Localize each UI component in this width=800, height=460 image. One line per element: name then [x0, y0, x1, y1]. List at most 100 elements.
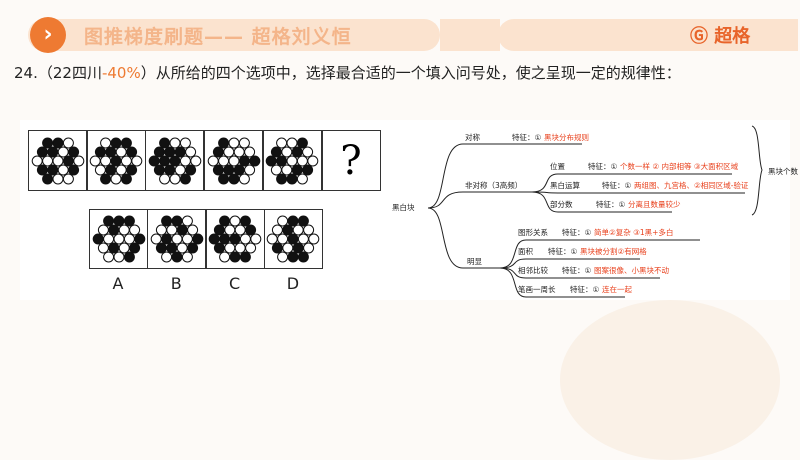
circle-black [126, 146, 138, 157]
circle-white [303, 242, 315, 254]
circle-black [248, 155, 260, 166]
option-c-cell [205, 209, 265, 269]
circle-white [190, 155, 202, 166]
brace [751, 125, 763, 216]
branch-line [531, 173, 732, 193]
option-label: C [229, 274, 241, 293]
circle-black [297, 137, 309, 148]
circle-white [238, 137, 250, 148]
branch-line [427, 143, 582, 209]
circle-black [298, 251, 310, 263]
circle-white [308, 233, 320, 245]
circle-black [298, 215, 310, 227]
header-bar-right [498, 19, 798, 51]
circle-black [121, 173, 133, 184]
mindmap-subnode: 图形关系 [518, 227, 548, 237]
feature-prefix: 特征：① [548, 246, 577, 256]
feature-prefix: 特征：① [596, 199, 625, 209]
header-bar-fill [440, 19, 500, 51]
feature-text: 连在一起 [602, 284, 632, 294]
option-label: B [170, 274, 182, 293]
header-bar [28, 19, 440, 51]
branch-line [531, 191, 745, 194]
feature-text: 图案很像、小黑块不动 [594, 265, 669, 275]
question-text: 24.（22四川-40%）从所给的四个选项中，选择最合适的一个填入问号处，使之呈… [14, 62, 681, 83]
brand-logo: Ⓖ 超格 [690, 22, 750, 48]
circle-white [186, 224, 198, 236]
circle-white [62, 173, 74, 184]
brace-label: 黑块个数 [768, 166, 798, 176]
branch-line [427, 207, 500, 269]
branch-line [427, 191, 532, 209]
option-b-cell [147, 209, 207, 269]
option-a-cell [89, 209, 148, 269]
circle-black [67, 164, 79, 175]
mascot-watermark [560, 300, 780, 460]
branch-line [499, 258, 640, 269]
question-mark-cell: ? [321, 130, 381, 191]
feature-prefix: 特征：① [512, 132, 541, 142]
circle-black [179, 173, 191, 184]
option-d-cell [263, 209, 323, 269]
circle-black [192, 233, 204, 245]
circle-white [179, 137, 191, 148]
circle-black [126, 164, 138, 175]
branch-line [499, 239, 700, 269]
mindmap-subnode: 部分数 [550, 199, 573, 209]
feature-prefix: 特征：① [562, 227, 591, 237]
circle-white [297, 173, 309, 184]
feature-prefix: 特征：① [602, 180, 631, 190]
circle-white [307, 155, 319, 166]
feature-prefix: 特征：① [562, 265, 591, 275]
circle-white [243, 164, 255, 175]
circle-black [128, 242, 140, 254]
option-label: A [112, 274, 124, 293]
circle-white [303, 224, 315, 236]
question-body: 从所给的四个选项中，选择最合适的一个填入问号处，使之呈现一定的规律性： [155, 64, 681, 82]
question-source: （22四川 [37, 64, 102, 82]
question-source-close: ） [140, 64, 156, 82]
chevron-right-icon[interactable]: › [30, 17, 66, 53]
circle-white [62, 137, 74, 148]
circle-black [186, 242, 198, 254]
branch-line [531, 191, 672, 213]
feature-text: 两组图、九宫格、②相同区域-验证 [634, 180, 749, 190]
circle-black [239, 251, 251, 263]
feature-prefix: 特征：① [588, 161, 617, 171]
mindmap-node: 非对称（3高频） [465, 180, 522, 190]
feature-text: 简单②复杂 ③1黑+多白 [594, 227, 673, 237]
circle-white [243, 146, 255, 157]
circle-white [250, 233, 262, 245]
mindmap-subnode: 位置 [550, 161, 565, 171]
feature-text: 分离且数量较少 [628, 199, 681, 209]
brand-name: 超格 [714, 26, 751, 47]
question-number: 24. [14, 64, 38, 82]
mindmap-subnode: 笔画一周长 [518, 284, 556, 294]
feature-text: 个数一样 ② 内部相等 ③大面积区域 [620, 161, 739, 171]
circle-white [181, 215, 193, 227]
circle-black [67, 146, 79, 157]
figure-cell [28, 130, 87, 191]
feature-text: 黑块被分割②有网格 [580, 246, 647, 256]
figure-cell [86, 130, 146, 191]
circle-black [133, 233, 145, 245]
circle-white [245, 242, 257, 254]
circle-black [121, 137, 133, 148]
option-label: D [286, 274, 300, 293]
branch-line [499, 267, 625, 298]
figure-cell [145, 130, 205, 191]
circle-white [181, 251, 193, 263]
circle-black [123, 215, 135, 227]
circle-black [123, 251, 135, 263]
question-mark: ? [340, 137, 362, 184]
circle-white [72, 155, 84, 166]
circle-white [184, 146, 196, 157]
mindmap-root: 黑白块 [392, 202, 415, 212]
circle-black [245, 224, 257, 236]
mindmap-subnode: 面积 [518, 246, 533, 256]
question-percent: -40% [101, 64, 141, 82]
mindmap-subnode: 相邻比较 [518, 265, 548, 275]
circle-white [128, 224, 140, 236]
circle-black [239, 215, 251, 227]
